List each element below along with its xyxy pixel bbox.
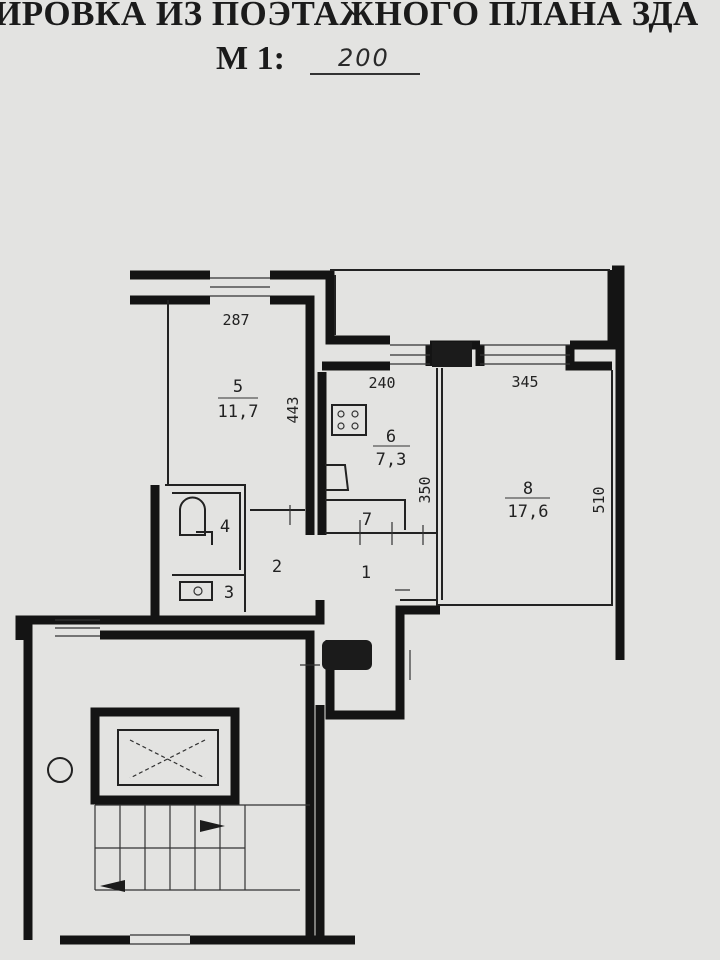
- dimension-labels: 287 443 240 350 345 510: [222, 311, 608, 514]
- arrow-left-icon: [100, 880, 125, 892]
- dim-kitchen-length: 350: [416, 476, 434, 503]
- room-labels: 5 11,7 6 7,3 8 17,6 7 4 3 2 1: [218, 377, 550, 603]
- dim-room5-width: 287: [222, 311, 249, 329]
- bathtub-icon: [179, 496, 213, 545]
- room-6-area: 7,3: [376, 450, 407, 470]
- elevator-shaft: [117, 729, 219, 786]
- room-1-number: 1: [361, 563, 371, 583]
- room-8-number: 8: [523, 479, 533, 499]
- room-4-number: 4: [220, 517, 230, 537]
- toilet-icon: [179, 581, 213, 601]
- scale-label: М 1:: [216, 40, 285, 77]
- sink-icon: [325, 464, 350, 491]
- dim-room5-length: 443: [284, 396, 302, 423]
- chute-icon: [47, 757, 73, 783]
- dim-kitchen-width: 240: [368, 374, 395, 392]
- dim-room8-width: 345: [511, 373, 538, 391]
- scale-underline: [310, 73, 420, 75]
- room-8-area: 17,6: [508, 502, 549, 522]
- windows: [55, 277, 570, 945]
- dim-room8-length: 510: [590, 486, 608, 513]
- partitions: [165, 300, 613, 680]
- room-5-area: 11,7: [218, 402, 259, 422]
- walls: [15, 265, 625, 945]
- room-6-number: 6: [386, 427, 396, 447]
- arrow-right-icon: [200, 820, 225, 832]
- redaction-blot: [322, 640, 372, 670]
- room-3-number: 3: [224, 583, 234, 603]
- document-title: ИРОВКА ИЗ ПОЭТАЖНОГО ПЛАНА ЗДА: [0, 0, 699, 33]
- room-2-number: 2: [272, 557, 282, 577]
- balcony: [330, 269, 610, 335]
- stairs: [94, 804, 310, 891]
- scale-value: 200: [338, 44, 390, 72]
- stove-icon: [331, 404, 367, 436]
- pillar: [432, 342, 472, 367]
- fixtures: [47, 404, 367, 892]
- room-7-number: 7: [362, 510, 372, 530]
- room-5-number: 5: [233, 377, 243, 397]
